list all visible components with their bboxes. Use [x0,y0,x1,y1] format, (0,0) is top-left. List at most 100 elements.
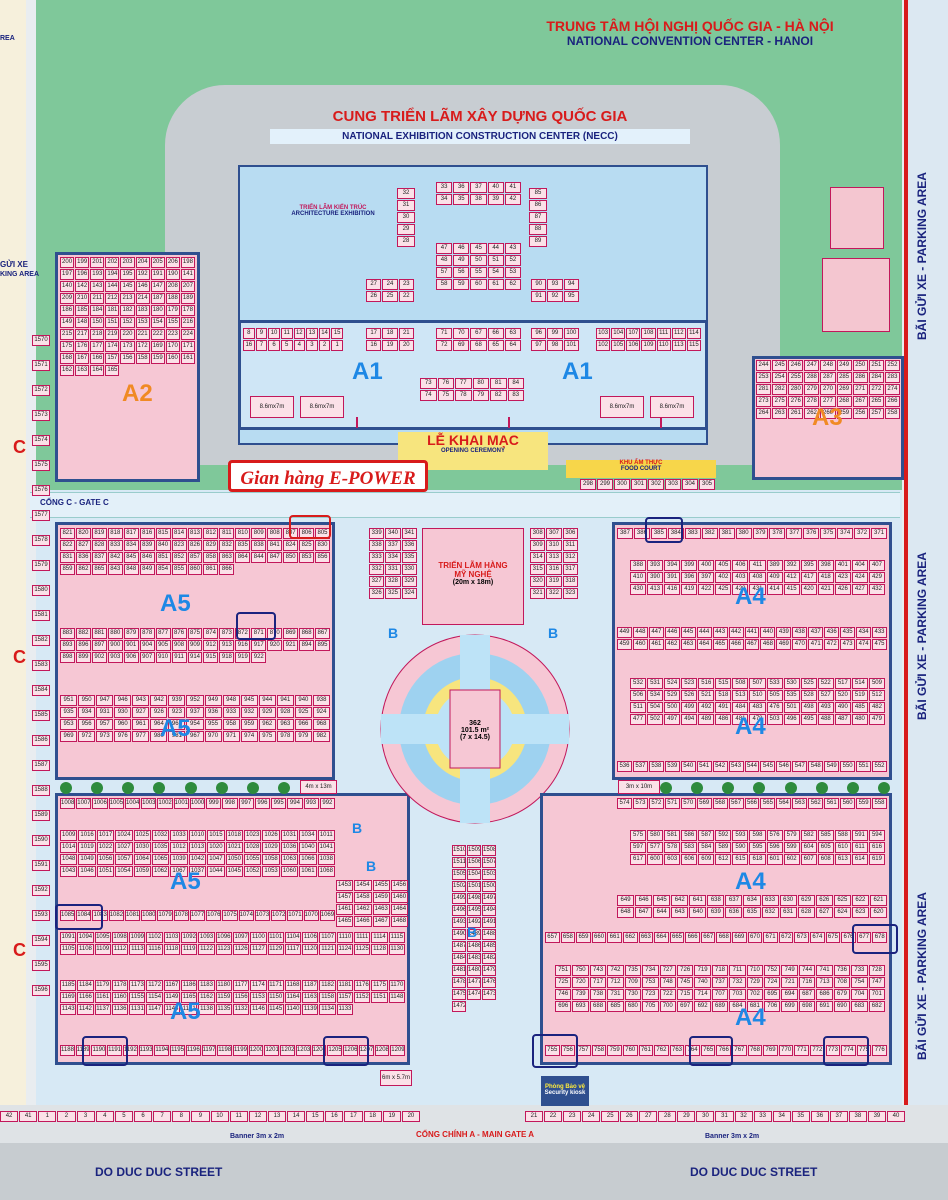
booth[interactable]: 32 [734,1111,753,1122]
booth[interactable]: 1083 [92,910,108,921]
booth[interactable]: 1464 [390,904,408,915]
booth[interactable]: 629 [797,895,815,906]
booth[interactable]: 244 [756,360,772,371]
booth[interactable]: 938 [312,695,330,706]
booth[interactable]: 46 [453,243,470,254]
booth[interactable]: 900 [107,640,123,651]
booth[interactable]: 614 [851,854,868,865]
booth[interactable]: 1453 [336,880,354,891]
booth[interactable]: 926 [150,707,168,718]
booth[interactable]: 13 [267,1111,287,1122]
booth[interactable]: 215 [60,329,75,340]
booth[interactable]: 465 [712,639,728,650]
booth[interactable]: 96 [531,328,547,339]
booth[interactable]: 1163 [302,992,319,1003]
booth[interactable]: 224 [180,329,195,340]
booth[interactable]: 76 [437,378,454,389]
booth[interactable]: 1493 [452,917,466,928]
booth[interactable]: 1064 [133,854,151,865]
booth[interactable]: 407 [868,560,885,571]
booth[interactable]: 720 [572,977,589,988]
booth[interactable]: 6 [133,1111,153,1122]
booth[interactable]: 1154 [146,992,163,1003]
booth[interactable]: 817 [123,528,139,539]
booth[interactable]: 1594 [32,935,50,946]
booth[interactable]: 592 [715,830,732,841]
booth[interactable]: 923 [168,707,186,718]
booth[interactable]: 1152 [354,992,371,1003]
booth[interactable]: 1100 [250,932,267,943]
booth[interactable]: 676 [841,932,856,943]
booth[interactable]: 108 [641,328,656,339]
booth[interactable]: 398 [817,560,834,571]
booth[interactable]: 832 [219,540,235,551]
booth[interactable]: 1046 [78,866,96,877]
booth[interactable]: 1500 [482,881,496,892]
booth[interactable]: 712 [607,977,624,988]
booth[interactable]: 640 [689,907,707,918]
booth[interactable]: 973 [96,731,114,742]
booth[interactable]: 594 [868,830,885,841]
booth[interactable]: 877 [155,628,171,639]
booth[interactable]: 475 [872,639,887,650]
booth[interactable]: 744 [798,965,816,976]
booth[interactable]: 929 [258,707,276,718]
booth[interactable]: 763 [669,1045,685,1056]
booth[interactable]: 1179 [94,980,111,991]
booth[interactable]: 402 [715,572,732,583]
booth[interactable]: 195 [120,269,135,280]
booth[interactable]: 909 [187,640,203,651]
booth[interactable]: 849 [139,564,155,575]
booth[interactable]: 441 [744,627,760,638]
booth[interactable]: 338 [369,540,385,551]
booth[interactable]: 468 [760,639,776,650]
booth[interactable]: 311 [562,540,578,551]
booth[interactable]: 526 [681,690,698,701]
booth[interactable]: 1082 [108,910,124,921]
booth[interactable]: 94 [563,279,579,290]
booth[interactable]: 699 [781,1001,798,1012]
booth[interactable]: 394 [664,560,681,571]
booth[interactable]: 1057 [115,854,133,865]
booth[interactable]: 143 [90,281,105,292]
booth[interactable]: 162 [60,365,75,376]
booth[interactable]: 16 [366,340,382,351]
booth[interactable]: 406 [732,560,749,571]
booth[interactable]: 866 [219,564,235,575]
booth[interactable]: 418 [817,572,834,583]
booth[interactable]: 861 [203,564,219,575]
booth[interactable]: 631 [779,907,797,918]
booth[interactable]: 996 [254,798,271,809]
booth[interactable]: 930 [114,707,132,718]
booth[interactable]: 1000 [189,798,206,809]
booth[interactable]: 494 [681,714,698,725]
booth[interactable]: 419 [681,584,698,595]
booth[interactable]: 447 [648,627,664,638]
booth[interactable]: 1033 [170,830,188,841]
booth[interactable]: 1077 [189,910,206,921]
booth[interactable]: 854 [155,564,171,575]
booth[interactable]: 680 [624,1001,642,1012]
booth[interactable]: 336 [401,540,417,551]
highlight-box[interactable] [289,515,331,539]
booth[interactable]: 88 [529,224,547,235]
booth[interactable]: 1497 [482,893,496,904]
booth[interactable]: 218 [90,329,105,340]
booth[interactable]: 171 [180,341,195,352]
booth[interactable]: 625 [833,895,851,906]
booth[interactable]: 81 [490,378,507,389]
booth[interactable]: 205 [150,257,165,268]
booth[interactable]: 551 [856,761,872,772]
booth[interactable]: 974 [240,731,258,742]
booth[interactable]: 684 [729,1001,746,1012]
booth[interactable]: 157 [105,353,120,364]
booth[interactable]: 605 [817,842,834,853]
booth[interactable]: 739 [572,989,589,1000]
booth[interactable]: 610 [834,842,851,853]
booth[interactable]: 1172 [146,980,163,991]
booth[interactable]: 1069 [319,910,335,921]
booth[interactable]: 212 [105,293,120,304]
booth[interactable]: 410 [630,572,647,583]
booth[interactable]: 316 [546,564,562,575]
booth[interactable]: 860 [187,564,203,575]
